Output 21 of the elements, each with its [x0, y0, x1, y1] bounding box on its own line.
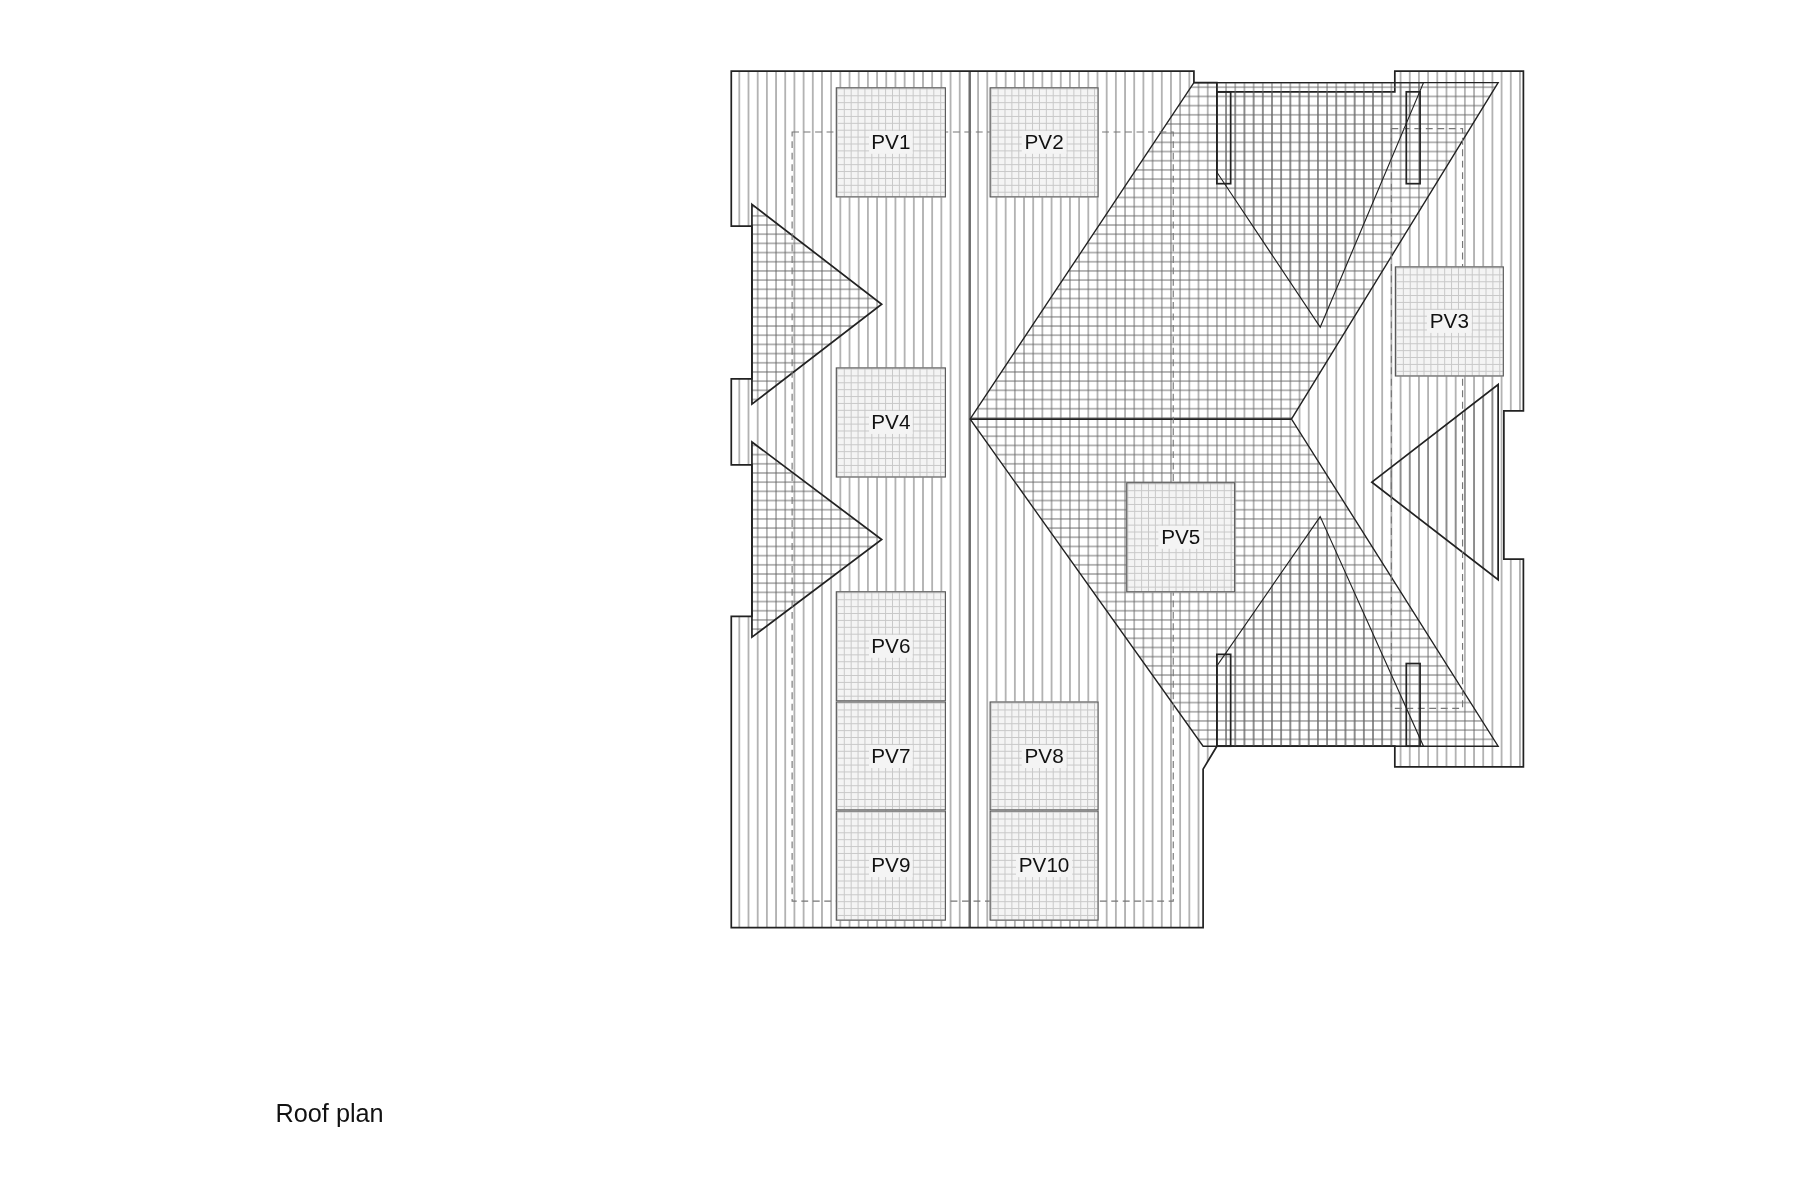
solar-panel [835, 701, 946, 811]
panel-label: PV6 [869, 634, 913, 658]
solar-panel [835, 591, 946, 702]
solar-panel [989, 810, 1099, 921]
panel-label: PV3 [1427, 309, 1472, 333]
solar-panel [1394, 266, 1504, 377]
panel-label: PV8 [1022, 744, 1066, 768]
solar-panel [835, 87, 946, 198]
panel-label: PV10 [1016, 854, 1072, 878]
panel-label: PV5 [1158, 525, 1203, 549]
panel-label: PV9 [869, 854, 913, 878]
solar-panel [1126, 482, 1236, 593]
caption: Roof plan [275, 1098, 384, 1129]
panel-label: PV1 [869, 130, 913, 154]
solar-panel [989, 701, 1099, 811]
solar-panel [835, 367, 946, 478]
solar-panel [989, 87, 1099, 198]
panel-label: PV7 [869, 744, 913, 768]
panel-label: PV2 [1022, 130, 1066, 154]
panel-label: PV4 [869, 411, 913, 434]
solar-panel [835, 810, 946, 921]
